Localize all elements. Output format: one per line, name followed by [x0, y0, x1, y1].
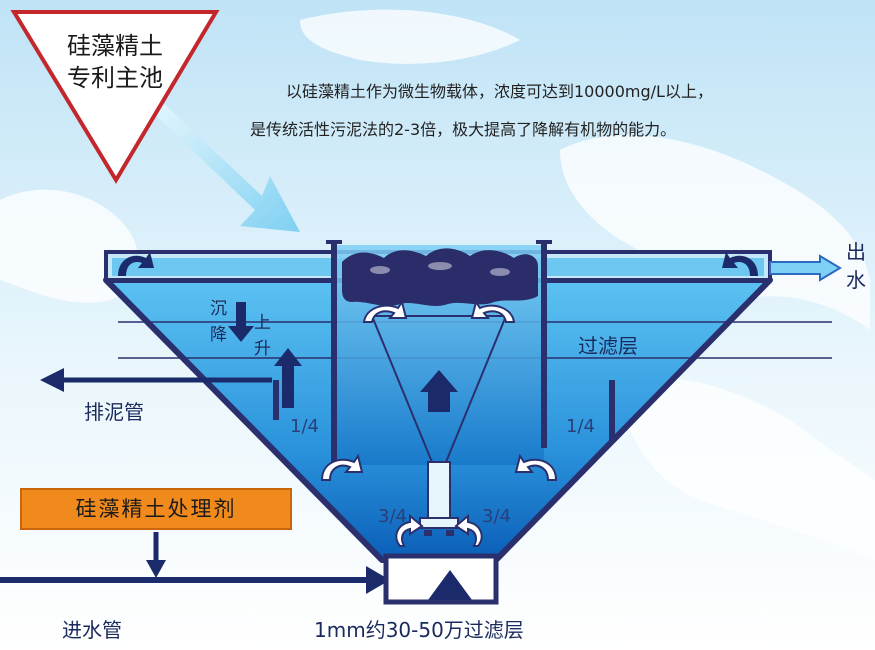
inlet-cone [428, 570, 472, 600]
sludge-pipe-arrowhead [40, 368, 64, 392]
badge-line-2: 专利主池 [67, 64, 163, 92]
baffles [273, 380, 615, 440]
diffuser [419, 517, 459, 529]
three-quarter-left-label: 3/4 [378, 506, 407, 527]
outlet-label-1: 出 [846, 240, 866, 264]
overflow-swirls [118, 252, 758, 276]
description-line-1: 以硅藻精土作为微生物载体，浓度可达到10000mg/L以上， [286, 82, 713, 101]
rise-up-arrow [274, 348, 302, 408]
pointer-arrow [150, 98, 300, 232]
circulation-arrows-lower [320, 453, 558, 547]
rise-label-1: 上 [254, 313, 271, 333]
inlet-pipe-label: 进水管 [62, 618, 122, 642]
sludge-pipe-label: 排泥管 [84, 400, 144, 424]
settle-label-1: 沉 [210, 299, 227, 319]
center-up-arrow [420, 370, 458, 412]
bottom-note: 1mm约30-50万过滤层 [314, 618, 524, 642]
map-silhouette [0, 9, 875, 560]
inlet-arrowhead [366, 566, 390, 594]
inlet-chamber [383, 553, 499, 605]
badge-line-1: 硅藻精土 [67, 32, 163, 60]
three-quarter-right-label: 3/4 [482, 506, 511, 527]
outlet-label-2: 水 [846, 268, 866, 292]
rise-label-2: 升 [254, 339, 271, 359]
circulation-arrows-top [362, 299, 516, 323]
riser-pipe [427, 461, 451, 521]
chemical-box: 硅藻精土处理剂 [20, 488, 292, 530]
settle-label-2: 降 [210, 325, 227, 345]
settle-down-arrow [228, 302, 254, 342]
patent-badge [10, 10, 220, 184]
outlet-arrow [769, 254, 842, 282]
quarter-right-label: 1/4 [566, 416, 595, 437]
quarter-left-label: 1/4 [290, 416, 319, 437]
description-line-2: 是传统活性污泥法的2-3倍，极大提高了降解有机物的能力。 [250, 120, 677, 139]
sludge-blanket [342, 248, 538, 306]
badge-text: 硅藻精土 专利主池 [40, 30, 190, 94]
filter-layer-label: 过滤层 [578, 334, 638, 358]
dosing-arrowhead [146, 560, 166, 578]
